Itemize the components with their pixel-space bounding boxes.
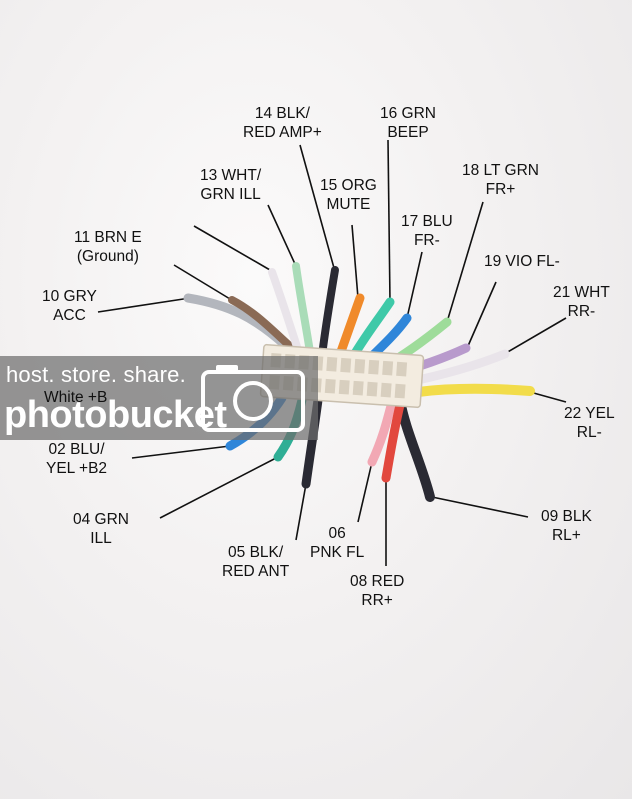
leader-04 <box>159 456 279 519</box>
leader-19 <box>467 281 497 347</box>
leader-14 <box>299 144 335 269</box>
label-pin-13: 13 WHT/GRN ILL <box>200 167 262 203</box>
watermark-tagline: host. store. share. <box>6 362 186 387</box>
label-pin-05: 05 BLK/RED ANT <box>222 544 290 580</box>
leader-13 <box>267 204 296 265</box>
wire-black <box>395 395 435 502</box>
label-pin-02: 02 BLU/YEL +B2 <box>46 441 108 477</box>
leader-15 <box>351 224 359 299</box>
leader-lines <box>97 139 567 566</box>
wire-brown <box>228 296 296 352</box>
leader-06 <box>357 461 373 523</box>
leader-02 <box>131 445 231 459</box>
leader-21 <box>505 317 567 354</box>
leader-17 <box>406 251 423 319</box>
leader-13b <box>193 225 271 271</box>
wire-red <box>381 400 405 483</box>
watermark-logo-text: photobucket <box>4 394 227 436</box>
leader-22 <box>529 391 567 403</box>
wire-light-green <box>292 262 314 356</box>
wire-yellow <box>413 383 535 397</box>
camera-icon <box>201 365 305 432</box>
watermark-banner: host. store. share. photobucket <box>0 356 318 440</box>
leader-05 <box>295 483 307 541</box>
wire-black-red <box>318 266 339 360</box>
label-pin-11: 11 BRN E(Ground) <box>74 229 142 265</box>
wire-white-green <box>268 268 302 354</box>
leader-11 <box>173 264 236 303</box>
label-pin-14: 14 BLK/RED AMP+ <box>243 105 322 141</box>
wire-pink <box>367 397 397 467</box>
leader-10 <box>97 297 191 313</box>
leader-18 <box>446 201 484 323</box>
leader-09 <box>431 496 529 518</box>
leader-16 <box>387 139 391 303</box>
label-pin-19: 19 VIO FL- <box>484 253 560 270</box>
label-pin-white: White +B <box>44 389 108 406</box>
